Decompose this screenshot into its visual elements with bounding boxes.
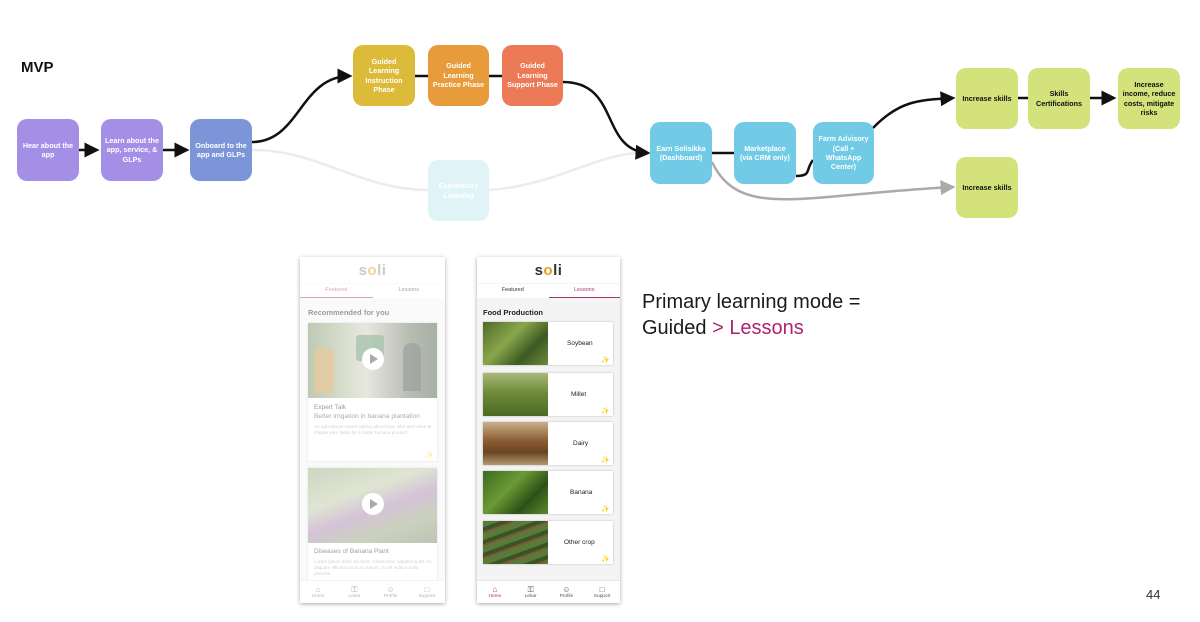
tab-bar: Featured Lessons: [477, 284, 620, 298]
page-number: 44: [1146, 587, 1161, 602]
node-learn: Learn about the app, service, & GLPs: [101, 119, 163, 181]
card-title: Diseases of Banana Plant: [314, 548, 389, 555]
caption: Primary learning mode = Guided > Lessons: [642, 289, 860, 341]
nav-lekar[interactable]: ⚿Lekar: [524, 585, 537, 599]
nav-home[interactable]: ⌂Home: [311, 585, 325, 599]
crop-label: Soybean: [567, 340, 593, 347]
arrow-marketplace-advisory: [795, 159, 815, 178]
node-exploratory: Exploratory Learning: [428, 160, 489, 221]
crop-image: [483, 521, 548, 564]
bottom-nav: ⌂Home ⚿Lekar ☺Profile □Support: [477, 580, 620, 603]
node-skills-2: Increase skills: [956, 157, 1018, 218]
crop-image: [483, 422, 548, 465]
crop-label: Millet: [571, 391, 587, 398]
node-support: Guided Learning Support Phase: [502, 45, 563, 106]
arrow-onboard-instruction: [251, 68, 353, 144]
arrow-advisory-skills: [872, 91, 956, 129]
node-advisory: Farm Advisory (Call + WhatsApp Center): [813, 122, 874, 184]
play-button[interactable]: [362, 348, 384, 370]
arrow-onboard-exploratory: [251, 148, 429, 192]
listen-icon[interactable]: ✨: [601, 506, 610, 513]
caption-line1: Primary learning mode =: [642, 291, 861, 313]
home-icon: ⌂: [315, 585, 321, 594]
section-title: Recommended for you: [308, 308, 390, 317]
app-header: soli: [477, 257, 620, 283]
crop-image: [483, 373, 548, 416]
play-button[interactable]: [362, 493, 384, 515]
nav-home[interactable]: ⌂Home: [488, 585, 502, 599]
profile-icon: ☺: [562, 585, 571, 594]
soli-logo: soli: [358, 261, 387, 279]
node-hear: Hear about the app: [17, 119, 79, 181]
tab-bar: Featured Lessons: [300, 284, 445, 298]
tab-featured[interactable]: Featured: [300, 284, 373, 298]
tab-lessons[interactable]: Lessons: [398, 287, 420, 293]
listen-icon[interactable]: ✨: [425, 452, 434, 459]
bottom-nav: ⌂Home ⚿Lekar ☺Profile □Support: [300, 580, 445, 603]
arrow-support-earn: [562, 80, 651, 160]
phone-featured: soli Featured Lessons Recommended for yo…: [300, 257, 445, 603]
node-certifications: Skills Certifications: [1028, 68, 1090, 129]
tab-lessons[interactable]: Lessons: [548, 284, 620, 298]
crop-card-soybean[interactable]: Soybean ✨: [483, 322, 613, 365]
card-description: An agricultural expert talking about how…: [314, 424, 432, 436]
node-marketplace: Marketplace (via CRM only): [734, 122, 796, 184]
arrow-exploratory-earn: [488, 144, 653, 192]
section-title: Food Production: [483, 308, 543, 317]
crop-card-banana[interactable]: Banana ✨: [483, 471, 613, 514]
caption-line2: Guided > Lessons: [642, 317, 804, 339]
node-earn: Earn Solisikka (Dashboard): [650, 122, 712, 184]
listen-icon[interactable]: ✨: [601, 556, 610, 563]
video-card[interactable]: Diseases of Banana Plant Lorem ipsum dol…: [308, 468, 437, 583]
listen-icon[interactable]: ✨: [601, 457, 610, 464]
listen-icon[interactable]: ✨: [601, 408, 610, 415]
card-title: Expert Talk: [314, 404, 347, 411]
listen-icon[interactable]: ✨: [601, 357, 610, 364]
phone-lessons: soli Featured Lessons Food Production So…: [477, 257, 620, 603]
nav-support[interactable]: □Support: [593, 585, 611, 599]
chat-icon: □: [599, 585, 605, 594]
crop-image: [483, 322, 548, 365]
video-card[interactable]: Expert Talk Better irrigation in banana …: [308, 323, 437, 461]
crop-card-dairy[interactable]: Dairy ✨: [483, 422, 613, 465]
nav-profile[interactable]: ☺Profile: [559, 585, 574, 599]
crop-card-other[interactable]: Other crop ✨: [483, 521, 613, 564]
nav-profile[interactable]: ☺Profile: [383, 585, 398, 599]
crop-card-millet[interactable]: Millet ✨: [483, 373, 613, 416]
crop-label: Dairy: [573, 440, 589, 447]
key-icon: ⚿: [351, 585, 358, 594]
home-icon: ⌂: [492, 585, 498, 594]
card-description: Lorem ipsum dolor sit amet, consectetur …: [314, 559, 431, 577]
card-subtitle: Better irrigation in banana plantation: [314, 413, 420, 420]
arrow-earn-skills2: [710, 161, 956, 201]
diagram-title: MVP: [21, 59, 54, 76]
nav-lekar[interactable]: ⚿Lekar: [348, 585, 361, 599]
crop-label: Banana: [570, 489, 593, 496]
profile-icon: ☺: [386, 585, 395, 594]
nav-support[interactable]: □Support: [418, 585, 436, 599]
node-practice: Guided Learning Practice Phase: [428, 45, 489, 106]
node-income: Increase income, reduce costs, mitigate …: [1118, 68, 1180, 129]
key-icon: ⚿: [527, 585, 534, 594]
chat-icon: □: [424, 585, 430, 594]
soli-logo: soli: [534, 261, 563, 279]
node-instruction: Guided Learning Instruction Phase: [353, 45, 415, 106]
crop-image: [483, 471, 548, 514]
tab-featured[interactable]: Featured: [501, 287, 524, 293]
app-header: soli: [300, 257, 445, 283]
node-onboard: Onboard to the app and GLPs: [190, 119, 252, 181]
crop-label: Other crop: [564, 539, 595, 546]
node-skills-1: Increase skills: [956, 68, 1018, 129]
